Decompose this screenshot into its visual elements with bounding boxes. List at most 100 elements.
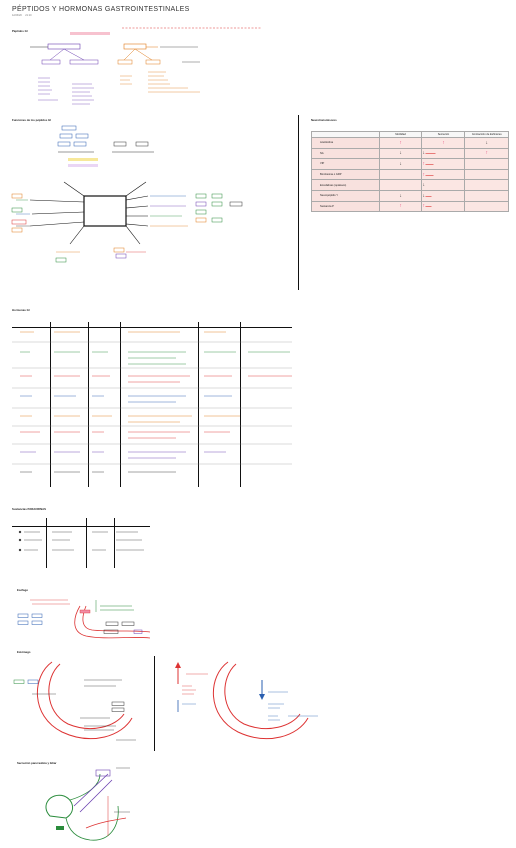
radial-arrows — [29, 181, 149, 245]
table-cell: ↑ — [421, 137, 466, 149]
table-cell — [378, 179, 423, 191]
row-label: Neuropéptido Y — [311, 189, 380, 202]
table-cell: ↓ ▬▬▬ — [421, 189, 466, 202]
estomago-diagram-right — [175, 661, 318, 740]
table-cell — [464, 200, 509, 213]
table-cell: ↑ ▬▬▬▬ — [421, 158, 466, 170]
arrow-up-icon: ↑ — [422, 171, 425, 178]
hormonas-handwriting — [12, 331, 292, 473]
table-cell — [464, 189, 509, 202]
hormonas-col-line — [88, 322, 89, 487]
arrow-down-icon: ↓ — [422, 182, 425, 189]
hormonas-col-line — [240, 322, 241, 487]
green-mark — [56, 826, 64, 830]
table-cell — [464, 179, 509, 191]
arrow-up-head — [175, 662, 181, 668]
arrow-up-icon: ↑ — [399, 139, 402, 146]
arrow-down-icon: ↓ — [399, 160, 402, 167]
highlight-mark — [70, 32, 110, 35]
arrow-down-icon: ↓ — [422, 192, 425, 199]
gallbladder-outline — [45, 794, 73, 819]
table-cell: ↓ — [464, 137, 509, 149]
table-row: Bombesina o GRP ↑ ▬▬▬▬ — [311, 168, 509, 181]
hormonas-col-line — [198, 322, 199, 487]
row-label: NA — [311, 147, 380, 160]
page-title: PÉPTIDOS Y HORMONAS GASTROINTESTINALES — [12, 6, 190, 13]
yellow-highlight — [68, 158, 98, 161]
table-cell: ↑ ▬▬▬ — [421, 200, 466, 213]
table-cell: ↓ — [421, 179, 466, 191]
arrow-up-icon: ↑ — [442, 139, 445, 146]
neuro-header-secrecion: Secreción — [421, 131, 466, 138]
paracrinas-header-line — [12, 526, 150, 527]
heading-esofago: Esófago — [17, 588, 29, 592]
stomach-inner — [224, 663, 301, 730]
purple-arrow-2 — [79, 779, 113, 813]
purple-box-right — [69, 59, 99, 65]
stomach-inner — [48, 663, 125, 730]
orange-text-lines — [120, 71, 200, 93]
orange-box-root — [123, 43, 147, 50]
peptidos-diagram — [30, 27, 262, 105]
table-cell — [464, 168, 509, 181]
table-row: Neuropéptido Y ↓ ↓ ▬▬▬ — [311, 189, 509, 202]
heading-pancreas: Secreción pancreática y biliar — [17, 761, 57, 765]
note-mark: ▬▬▬▬ — [424, 163, 434, 166]
table-cell: ↓ ▬▬▬▬▬ — [421, 147, 466, 160]
note-mark: ▬▬▬▬ — [424, 174, 434, 177]
pancreas-diagram — [45, 767, 130, 841]
arrow-down-icon: ↓ — [399, 192, 402, 199]
table-cell: ↑ — [378, 137, 423, 149]
purple-text-lines — [38, 77, 94, 105]
side-boxes — [11, 193, 243, 263]
arrow-up-icon: ↑ — [485, 150, 488, 157]
table-cell: ↓ — [378, 158, 423, 170]
hormonas-header-line — [12, 327, 292, 328]
divider-vertical-2 — [154, 656, 155, 751]
central-box — [83, 195, 127, 227]
page-time: 21:10 — [25, 14, 32, 17]
note-mark: ▬▬▬ — [424, 195, 432, 198]
table-row: VIP ↓ ↑ ▬▬▬▬ — [311, 158, 509, 170]
row-label: VIP — [311, 158, 380, 170]
row-label: Bombesina o GRP — [311, 168, 380, 181]
arrow-up-icon: ↑ — [422, 160, 425, 167]
table-cell: ↑ — [378, 200, 423, 213]
orange-branch-left — [123, 48, 136, 61]
hormonas-col-line — [120, 322, 121, 487]
purple-highlight — [68, 164, 98, 167]
neuro-header-esfinteres: Contracción de Esfínteres — [464, 131, 509, 138]
purple-box-root — [47, 43, 81, 50]
orange-branch-right — [134, 48, 153, 61]
colored-lines — [16, 195, 188, 253]
table-cell: ↑ ▬▬▬▬ — [421, 168, 466, 181]
sphincter-mark — [79, 609, 91, 614]
arrow-up-icon: ↑ — [399, 203, 402, 210]
heading-paracrinas: Sustancias PARACRINAS — [12, 507, 46, 511]
table-row: Encefalinas (opiáceos) ↓ — [311, 179, 509, 191]
heading-funciones: Funciones de los péptidos GI — [12, 118, 52, 122]
arrow-up-icon: ↑ — [422, 203, 425, 210]
row-label: Sustancia P — [311, 200, 380, 213]
hormonas-row-lines — [20, 331, 292, 473]
heading-neuro: Neurotransmisores — [311, 118, 337, 122]
table-cell: ↓ — [378, 189, 423, 202]
gray-text-lines — [160, 46, 200, 63]
heading-estomago: Estómago — [17, 650, 31, 654]
esophagus-outline — [74, 605, 151, 639]
table-row: NA ↓ ↓ ▬▬▬▬▬ ↑ — [311, 147, 509, 160]
table-cell: ↑ — [464, 147, 509, 160]
row-label: Acetilcolina — [311, 137, 380, 149]
hormonas-row-separators — [12, 341, 292, 465]
page-date: 12/23/20 — [12, 14, 22, 17]
esofago-diagram — [17, 599, 151, 639]
table-row: Sustancia P ↑ ↑ ▬▬▬ — [311, 200, 509, 213]
page-meta: 12/23/20 21:10 — [12, 14, 31, 17]
paracrinas-col-line — [86, 518, 87, 568]
estomago-diagram-left — [13, 661, 136, 741]
neuro-table: Motilidad Secreción Contracción de Esfín… — [311, 131, 509, 213]
hormonas-col-line — [50, 322, 51, 487]
neuro-header-blank — [311, 131, 380, 138]
purple-box — [95, 769, 111, 777]
divider-vertical-1 — [298, 115, 299, 290]
